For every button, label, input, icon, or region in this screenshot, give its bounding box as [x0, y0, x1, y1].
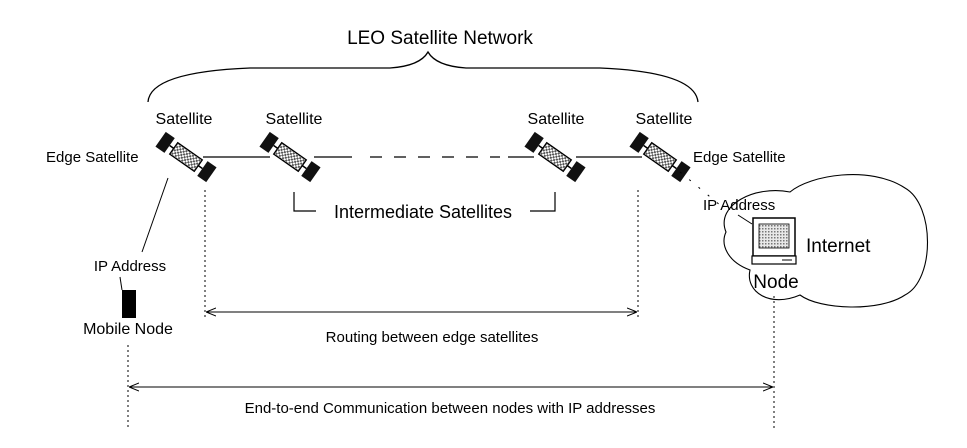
- mobile-ip-label: IP Address: [94, 258, 166, 275]
- satellite-label-1: Satellite: [156, 111, 213, 128]
- network-title: LEO Satellite Network: [347, 28, 533, 49]
- edge-satellite-right-label: Edge Satellite: [693, 149, 786, 166]
- satellite-label-4: Satellite: [636, 111, 693, 128]
- mobile-device-icon: [122, 290, 136, 318]
- network-brace: [147, 50, 699, 103]
- intermediate-satellites-label: Intermediate Satellites: [334, 202, 512, 222]
- node-label: Node: [753, 272, 798, 293]
- computer-monitor-icon: [751, 217, 797, 265]
- satellite-label-2: Satellite: [266, 111, 323, 128]
- node-ip-label: IP Address: [703, 197, 775, 214]
- routing-label: Routing between edge satellites: [326, 329, 539, 346]
- mobile-node-label: Mobile Node: [83, 321, 173, 338]
- mobile-ip-pointer: [119, 276, 123, 291]
- end-to-end-label: End-to-end Communication between nodes w…: [245, 400, 656, 417]
- node-ip-pointer: [737, 214, 753, 225]
- satellite-label-3: Satellite: [528, 111, 585, 128]
- intermediate-bracket-left: [293, 192, 316, 212]
- edge-satellite-left-label: Edge Satellite: [46, 149, 139, 166]
- uplink-mobile: [141, 177, 169, 253]
- intermediate-bracket-right: [530, 192, 556, 212]
- internet-label: Internet: [806, 236, 871, 257]
- downlink-node: [679, 171, 727, 211]
- internet-cloud-icon: [723, 174, 929, 308]
